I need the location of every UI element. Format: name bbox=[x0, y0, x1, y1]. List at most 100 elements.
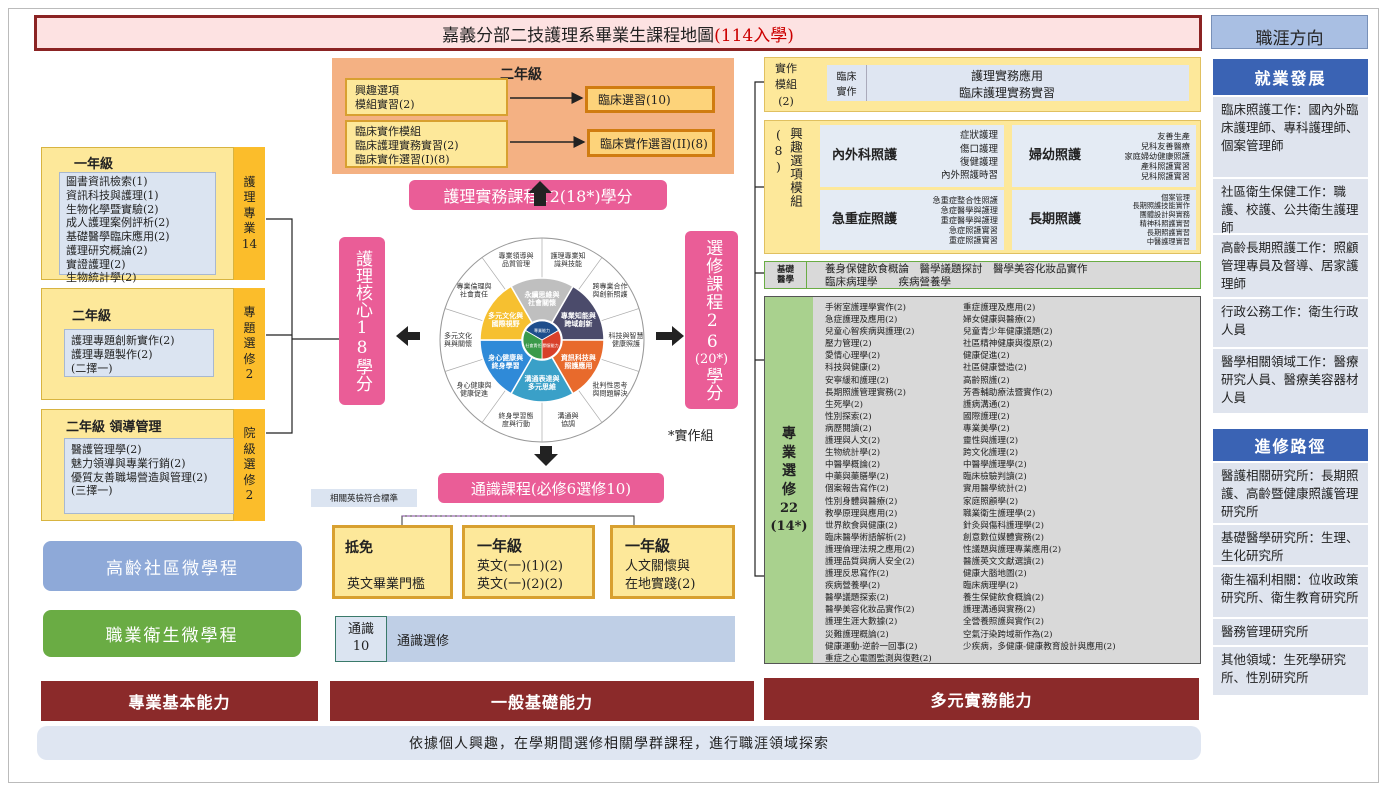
elective-course: 護理溝通與實務(2) bbox=[963, 605, 1036, 616]
elective-course: 兒童青少年健康議題(2) bbox=[963, 327, 1053, 338]
course-item: 生物統計學(2) bbox=[66, 271, 137, 285]
cell-name-line: 內外 bbox=[831, 148, 858, 164]
practice-module-items: 護理實務應用 臨床護理實務實習 bbox=[959, 68, 1055, 102]
cell-course: 產科照護實習 bbox=[1140, 161, 1190, 171]
elective-label-line: (14*) bbox=[770, 518, 808, 534]
elective-course: 兒童心智疾病與護理(2) bbox=[825, 327, 915, 338]
cell-name-line: 照護 bbox=[1055, 212, 1082, 228]
english-course-1: 英文(一)(1)(2) bbox=[477, 559, 563, 574]
wheel-outer-label: 科技與智慧健康照護 bbox=[609, 331, 644, 348]
wheel-core-label: 社會責任 bbox=[525, 342, 541, 348]
elective-course: 手術室護理學實作(2) bbox=[825, 303, 906, 313]
elective-course: 社區精神健康與復原(2) bbox=[963, 339, 1053, 350]
side-char: 選 bbox=[243, 457, 256, 472]
exemption-item: 英文畢業門檻 bbox=[347, 577, 426, 592]
ability-diverse-practice: 多元實務能力 bbox=[764, 678, 1199, 720]
exemption-box: 抵免 英文畢業門檻 bbox=[332, 525, 453, 599]
elective-course: 愛情心理學(2) bbox=[825, 351, 881, 362]
cell-course: 急症照護實習 bbox=[948, 225, 998, 235]
elective-course: 社區健康營造(2) bbox=[963, 363, 1027, 374]
clinical-practice-tag: 臨床 實作 bbox=[827, 65, 867, 101]
wheel-outer-label: 終身學習態度與行動 bbox=[499, 411, 534, 428]
career-item: 醫學相關領域工作：醫療研究人員、醫療美容器材人員 bbox=[1213, 349, 1368, 413]
cell-name-line: 婦幼 bbox=[1028, 148, 1055, 164]
interest-cell-courses: 症狀護理傷口護理復健護理內外照護時習 bbox=[909, 125, 1004, 187]
cell-course: 急症醫學與護理 bbox=[940, 205, 998, 215]
elective-course: 中藥與藥膳學(2) bbox=[825, 472, 889, 483]
career-item: 基礎醫學研究所：生理、生化研究所 bbox=[1213, 525, 1368, 565]
humanities-course-1: 人文關懷與 bbox=[625, 559, 691, 574]
wheel-core-segment bbox=[522, 329, 543, 360]
elective-course: 教學原理與應用(2) bbox=[825, 508, 898, 519]
elective-course: 護理品質與病人安全(2) bbox=[825, 556, 915, 567]
elective-course: 護病溝通(2) bbox=[963, 399, 1010, 410]
cell-course: 症狀護理 bbox=[959, 130, 998, 142]
wheel-divider bbox=[444, 308, 486, 322]
humanities-year-title: 一年級 bbox=[625, 537, 671, 555]
elective-course: 創意數位媒體實務(2) bbox=[963, 532, 1044, 543]
clinical-elective-box: 臨床選習(10) bbox=[585, 86, 715, 113]
elective-course: 芳香輔助療法暨實作(2) bbox=[963, 387, 1053, 398]
title-text: 嘉義分部二技護理系畢業生課程地圖 bbox=[442, 25, 715, 46]
elective-course: 職業衛生護理學(2) bbox=[963, 508, 1036, 519]
english-course-box: 一年級 英文(一)(1)(2) 英文(一)(2)(2) bbox=[462, 525, 595, 599]
study-path-header: 進修路徑 bbox=[1213, 429, 1368, 461]
module-label-line: 模組 bbox=[775, 78, 797, 92]
year2-topic-box: 二年級 護理專題創新實作(2)護理專題製作(2)(二擇一) bbox=[41, 288, 234, 400]
side-char: 題 bbox=[243, 320, 256, 335]
general-elective-label: 通識選修 bbox=[397, 634, 450, 649]
career-item: 其他領域：生死學研究所、性別研究所 bbox=[1213, 647, 1368, 695]
module-line: 臨床實作選習(I)(8) bbox=[355, 152, 450, 166]
cell-course: 精神科照護實習 bbox=[1139, 219, 1190, 228]
cell-course: 長期照護技能實作 bbox=[1132, 201, 1190, 211]
wheel-inner-label: 身心健康與終身學習 bbox=[487, 353, 523, 370]
elective-label-line: 修 bbox=[782, 482, 796, 499]
course-item: 護理專題創新實作(2) bbox=[71, 334, 175, 347]
title-year: (114入學) bbox=[714, 25, 794, 46]
employment-list: 臨床照護工作：國內外臨床護理師、專科護理師、個案管理師社區衛生保健工作：職護、校… bbox=[1213, 97, 1368, 415]
cell-name-line: 照護 bbox=[871, 148, 898, 164]
career-item: 臨床照護工作：國內外臨床護理師、專科護理師、個案管理師 bbox=[1213, 97, 1368, 177]
elective-course: 針灸與傷科護理學(2) bbox=[963, 520, 1044, 531]
wheel-divider bbox=[598, 358, 640, 372]
interest-cell-name: 急重症照護 bbox=[820, 190, 909, 250]
course-item: 醫護管理學(2) bbox=[71, 443, 142, 456]
general-elective-bar: 通識 10 通識選修 bbox=[335, 616, 735, 662]
wheel-divider bbox=[444, 358, 486, 372]
interest-cell-courses: 友善生產兒科友善醫療家庭婦幼健康照護產科照護實習兒科照護實習 bbox=[1098, 125, 1196, 187]
wheel-outer-label: 跨專業合作與創新照護 bbox=[592, 282, 627, 299]
course-item: 實證護理(2) bbox=[66, 257, 126, 271]
elective-course: 中醫學護理學(2) bbox=[963, 460, 1027, 471]
footnote-practice: *實作組 bbox=[668, 429, 714, 444]
micro-program-occupational[interactable]: 職業衛生微學程 bbox=[43, 610, 301, 657]
wheel-outer-label: 專業倫理與社會責任 bbox=[457, 282, 492, 299]
module-line: 模組實習(2) bbox=[355, 97, 415, 111]
career-item: 醫務管理研究所 bbox=[1213, 619, 1368, 645]
elective-course: 跨文化護理(2) bbox=[963, 448, 1019, 459]
elective-course: 護理生涯大數據(2) bbox=[825, 617, 898, 628]
page-title: 嘉義分部二技護理系畢業生課程地圖(114入學) bbox=[34, 15, 1202, 51]
side-char: 修 bbox=[243, 472, 256, 487]
career-direction-header: 職涯方向 bbox=[1211, 15, 1368, 49]
year2-title: 二年級 bbox=[72, 309, 112, 324]
micro-program-elderly[interactable]: 高齡社區微學程 bbox=[43, 541, 302, 591]
english-course-2: 英文(一)(2)(2) bbox=[477, 576, 563, 592]
wheel-divider bbox=[576, 388, 603, 423]
year1-course-list: 圖書資訊檢索(1)資訊科技與護理(1)生物化學暨實驗(2)成人護理案例評析(2)… bbox=[59, 172, 216, 284]
elective-course: 臨床檢驗判讀(2) bbox=[963, 472, 1027, 483]
side-char: 2 bbox=[245, 367, 254, 382]
elective-practice-credits: (20*) bbox=[694, 351, 729, 367]
ability-professional-basic: 專業基本能力 bbox=[41, 681, 318, 721]
wheel-inner-label: 溝通表達與多元思維 bbox=[525, 374, 560, 391]
practice-item-2: 臨床護理實務實習 bbox=[959, 85, 1056, 100]
wheel-divider bbox=[576, 257, 603, 292]
course-item: 圖書資訊檢索(1) bbox=[66, 175, 148, 188]
employment-header: 就業發展 bbox=[1213, 59, 1368, 95]
module-label-line: 實作 bbox=[775, 61, 797, 75]
practice-arrows bbox=[510, 92, 586, 148]
core-course-credits: 護理核心18學分 bbox=[339, 237, 385, 405]
cell-course: 兒科友善醫療 bbox=[1140, 141, 1190, 151]
cell-course: 個案管理 bbox=[1161, 192, 1190, 202]
